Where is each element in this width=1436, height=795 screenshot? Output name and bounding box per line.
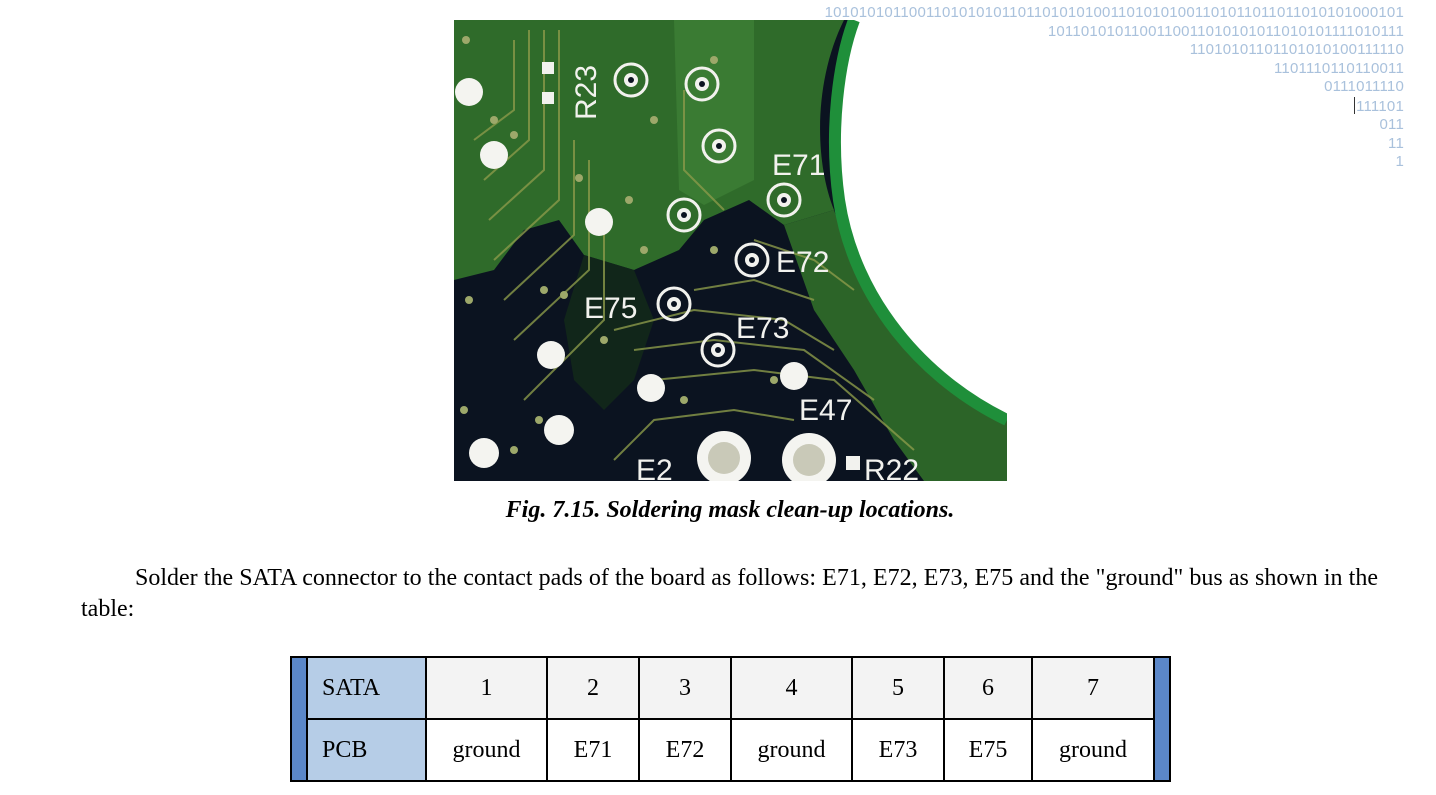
binary-line: 1010101011001101010101101101010100110101… (824, 4, 1404, 21)
table-cell: 3 (638, 658, 732, 720)
table-cell: 2 (546, 658, 640, 720)
table-cell: ground (1031, 718, 1153, 780)
figure-caption: Fig. 7.15. Soldering mask clean-up locat… (505, 497, 955, 523)
silkscreen-label: E73 (736, 312, 789, 345)
silkscreen-label: E2 (636, 454, 673, 481)
silkscreen-label: R23 (570, 65, 603, 120)
table-cell: 7 (1031, 658, 1153, 720)
table-cell: E71 (546, 718, 640, 780)
table-side-bar (292, 658, 308, 780)
binary-line: 1 (1395, 153, 1404, 170)
binary-line: 11010101101101010100111110 (1189, 41, 1404, 58)
row-header-pcb: PCB (308, 718, 427, 780)
pinout-table: SATA 1 2 3 4 5 6 7 PCB ground E71 E72 gr… (290, 656, 1171, 782)
table-cell: ground (425, 718, 548, 780)
table-cell: 5 (851, 658, 945, 720)
table-cell: E72 (638, 718, 732, 780)
pcb-photo: R23 E71 E72 E75 E73 E47 E2 R22 (454, 20, 1007, 481)
silkscreen-label: E75 (584, 292, 637, 325)
table-cell: 6 (943, 658, 1033, 720)
silkscreen-label: E47 (799, 394, 852, 427)
pinout-grid: SATA 1 2 3 4 5 6 7 PCB ground E71 E72 gr… (308, 658, 1153, 780)
table-cell: E75 (943, 718, 1033, 780)
binary-line: 11 (1388, 134, 1404, 152)
silkscreen-label: R22 (864, 454, 919, 481)
table-cell: E73 (851, 718, 945, 780)
row-header-sata: SATA (308, 658, 427, 720)
binary-decoration: 1010101011001101010101101101010100110101… (825, 4, 1404, 172)
body-paragraph: Solder the SATA connector to the contact… (81, 565, 1378, 622)
binary-line: 0111011110 (1324, 78, 1404, 95)
binary-line: 011 (1379, 116, 1404, 133)
silkscreen-label: E71 (772, 149, 825, 182)
table-side-bar (1153, 658, 1169, 780)
table-row: SATA 1 2 3 4 5 6 7 (308, 658, 1153, 720)
binary-line: 111101 (1356, 97, 1404, 115)
table-cell: ground (730, 718, 853, 780)
table-row: PCB ground E71 E72 ground E73 E75 ground (308, 718, 1153, 780)
silkscreen-label: E72 (776, 246, 829, 279)
binary-line-with-caret: 111101 (825, 96, 1404, 117)
binary-line: 1011010101100110011010101011010101111010… (1047, 22, 1404, 40)
table-cell: 1 (425, 658, 548, 720)
text-caret (1354, 96, 1356, 114)
table-cell: 4 (730, 658, 853, 720)
binary-line: 1101110110110011 (1274, 59, 1404, 77)
